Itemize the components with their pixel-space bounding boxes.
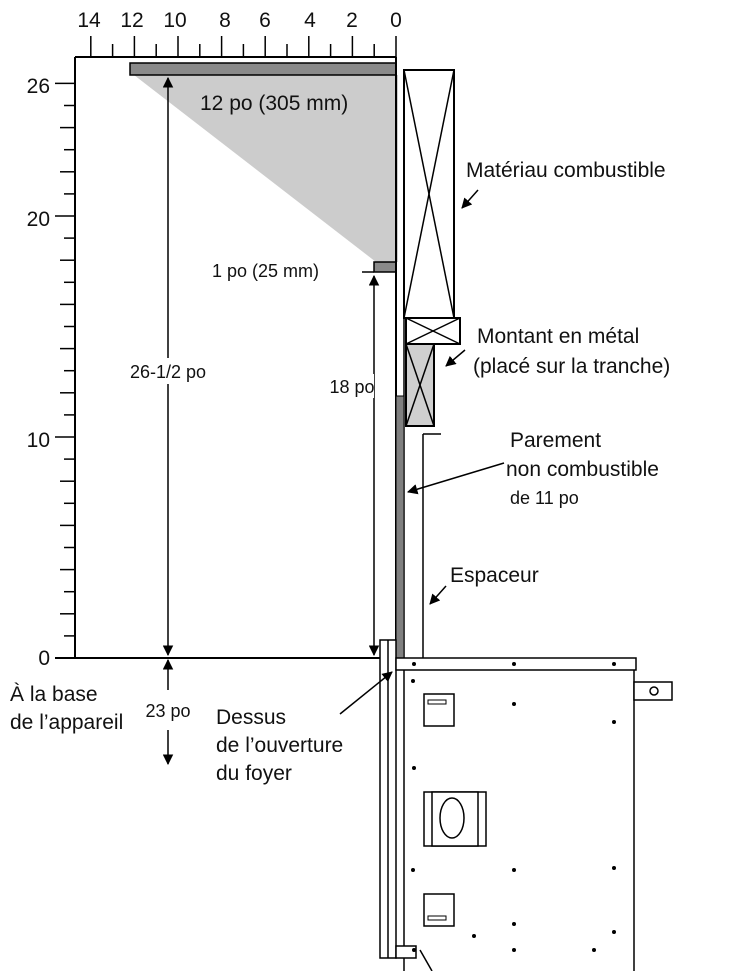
callout-combustible-label: Matériau combustible xyxy=(466,159,666,182)
appliance xyxy=(379,639,673,972)
top-scale-label: 6 xyxy=(259,9,271,32)
screw-dot xyxy=(512,702,516,706)
top-scale-label: 14 xyxy=(77,9,101,32)
combustible-material xyxy=(403,69,455,319)
screw-dot xyxy=(411,868,415,872)
callout-opening-label-3: du foyer xyxy=(216,762,292,785)
screw-dot xyxy=(612,720,616,724)
callout-opening-label-2: de l’ouverture xyxy=(216,734,343,757)
dimension-label-bg xyxy=(330,374,374,398)
top-scale-label: 8 xyxy=(219,9,231,32)
bottom-bracket xyxy=(395,945,417,959)
screw-dot xyxy=(512,662,516,666)
callout-stud-label-2: (placé sur la tranche) xyxy=(473,355,670,378)
screw-dot xyxy=(472,934,476,938)
callout-facing-label-3: de 11 po xyxy=(510,488,579,508)
screw-dot xyxy=(412,662,416,666)
left-scale-label: 20 xyxy=(27,208,50,231)
callout-arrow xyxy=(461,189,479,209)
dimension-below-base: 23 po xyxy=(145,658,191,766)
callout-spacer-label: Espaceur xyxy=(450,564,539,587)
top-scale-label: 2 xyxy=(346,9,358,32)
left-scale-label: 10 xyxy=(27,429,50,452)
middle-bracket-hole xyxy=(439,797,465,839)
bottom-detail xyxy=(419,949,433,972)
dimension-label-bg xyxy=(108,358,230,384)
top-shelf-label: 12 po (305 mm) xyxy=(200,92,348,115)
callout-opening: Dessus de l’ouverture du foyer xyxy=(216,671,393,785)
callout-arrow xyxy=(445,349,466,367)
stud-cross xyxy=(405,317,461,345)
callout-facing-label-2: non combustible xyxy=(506,458,659,481)
screw-dot xyxy=(612,866,616,870)
dimension-total-label: 26-1/2 po xyxy=(130,362,206,382)
callout-stud: Montant en métal (placé sur la tranche) xyxy=(445,325,670,378)
callout-arrow xyxy=(429,585,447,605)
callout-facing: Parement non combustible de 11 po xyxy=(406,429,659,508)
clearance-zone xyxy=(134,75,398,262)
lower-bracket xyxy=(423,893,455,927)
top-mantel-shelf xyxy=(129,62,397,76)
screw-dot xyxy=(612,662,616,666)
callout-facing-label-1: Parement xyxy=(510,429,601,452)
combustible-cross xyxy=(403,69,455,319)
metal-stud xyxy=(405,317,461,427)
left-ruler: 26 20 10 0 xyxy=(27,57,76,670)
callout-base-label-2: de l’appareil xyxy=(10,711,123,734)
small-shelf-label: 1 po (25 mm) xyxy=(212,261,319,281)
screw-dot xyxy=(592,948,596,952)
top-scale-label: 0 xyxy=(390,9,402,32)
dimension-facing-label: 18 po xyxy=(329,377,374,397)
screw-dot xyxy=(512,948,516,952)
screw-dot xyxy=(412,948,416,952)
top-scale-label: 12 xyxy=(120,9,143,32)
callout-stud-label-1: Montant en métal xyxy=(477,325,639,348)
callout-arrow xyxy=(406,462,505,495)
stud-cross xyxy=(405,343,435,427)
screw-dot xyxy=(412,766,416,770)
appliance-screws xyxy=(411,662,616,952)
callout-arrow xyxy=(339,671,393,715)
dimension-facing-height: 18 po xyxy=(329,271,380,657)
top-scale-label: 4 xyxy=(304,9,316,32)
dimension-total-height: 26-1/2 po xyxy=(108,76,230,657)
dimension-below-label: 23 po xyxy=(145,701,190,721)
callout-spacer: Espaceur xyxy=(429,564,539,605)
left-ruler-ticks xyxy=(55,82,75,659)
left-scale-label: 0 xyxy=(38,647,50,670)
callout-opening-label-1: Dessus xyxy=(216,706,286,729)
left-scale-label: 26 xyxy=(27,75,50,98)
top-scale-label: 10 xyxy=(163,9,186,32)
small-shelf xyxy=(373,261,397,273)
upper-bracket xyxy=(423,693,455,727)
callout-combustible: Matériau combustible xyxy=(461,159,666,209)
callout-base: À la base de l’appareil xyxy=(10,683,123,734)
top-ruler: 14 12 10 8 6 4 2 0 xyxy=(75,9,402,58)
lower-bracket-slot xyxy=(427,915,447,921)
screw-dot xyxy=(512,922,516,926)
screw-dot xyxy=(411,679,415,683)
screw-dot xyxy=(512,868,516,872)
top-ruler-ticks xyxy=(90,36,397,57)
noncombustible-facing xyxy=(395,395,405,659)
top-ruler-labels: 14 12 10 8 6 4 2 0 xyxy=(77,9,402,32)
callout-base-label-1: À la base xyxy=(10,683,98,706)
bracket-hole xyxy=(649,686,659,696)
screw-dot xyxy=(612,930,616,934)
upper-bracket-slot xyxy=(427,699,447,705)
